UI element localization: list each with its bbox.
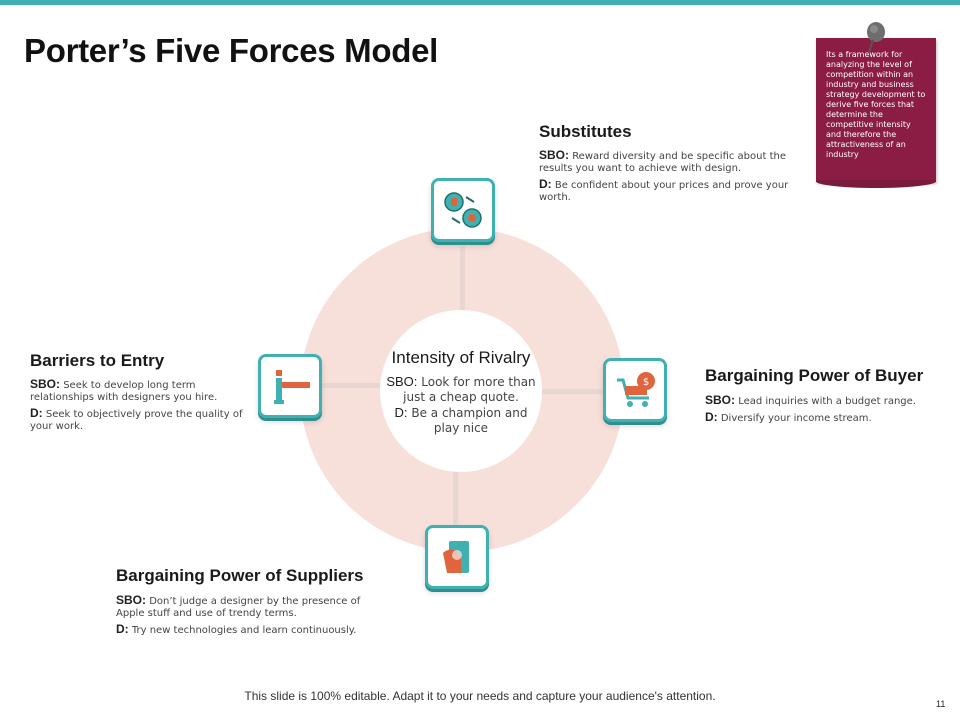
barriers-text: SBO: Seek to develop long term relations… [30,377,243,432]
shopping-cart-icon: $ [617,372,655,407]
suppliers-title: Bargaining Power of Suppliers [116,566,364,585]
center-title: Intensity of Rivalry [391,348,531,367]
barrier-gate-icon [274,370,310,404]
spoke-top [460,246,465,312]
svg-text:$: $ [643,377,649,388]
barriers-title: Barriers to Entry [30,351,165,370]
barriers-icon-box [258,354,322,418]
money-hand-icon [443,541,469,573]
substitutes-icon-box [431,178,495,242]
swap-circles-icon [444,192,482,228]
top-accent-bar [0,0,960,5]
definition-note: Its a framework for analyzing the level … [816,38,936,188]
spoke-left [322,383,382,388]
center-circle: Intensity of Rivalry SBO: Look for more … [380,310,542,472]
push-pin-icon [867,22,885,53]
suppliers-icon-box [425,525,489,589]
page-number: 11 [936,699,946,709]
footer-caption: This slide is 100% editable. Adapt it to… [244,689,716,703]
buyer-icon-box: $ [603,358,667,422]
slide-title: Porter’s Five Forces Model [24,32,438,69]
spoke-right [541,389,609,394]
substitutes-title: Substitutes [539,122,632,141]
suppliers-text: SBO: Don’t judge a designer by the prese… [116,593,361,636]
center-d: D: Be a champion and play nice [394,405,528,435]
spoke-bottom [453,471,458,529]
substitutes-text: SBO: Reward diversity and be specific ab… [539,148,789,203]
buyer-text: SBO: Lead inquiries with a budget range.… [705,393,916,424]
buyer-title: Bargaining Power of Buyer [705,366,924,385]
center-sbo: SBO: Look for more than just a cheap quo… [386,374,536,404]
